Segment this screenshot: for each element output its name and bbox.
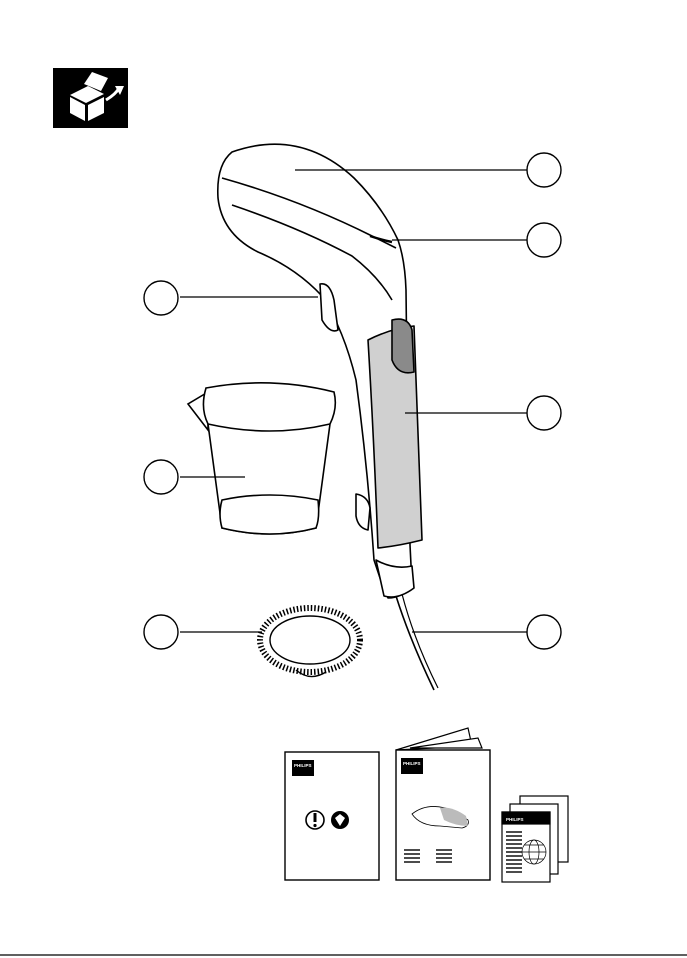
callout-circle-power-cord	[527, 615, 561, 649]
warranty-leaflet-brand: PHILIPS	[506, 817, 524, 822]
warning-icon	[306, 811, 324, 829]
callout-circle-brush-attachment	[144, 615, 178, 649]
callout-circle-steam-head	[527, 153, 561, 187]
callout-circle-grip-panel	[527, 396, 561, 430]
brush-attachment	[260, 608, 360, 677]
safety-leaflet: PHILIPS	[285, 752, 379, 880]
power-cord-shape	[396, 596, 434, 690]
read-manual-icon	[331, 811, 349, 829]
warranty-leaflets: PHILIPS	[502, 796, 568, 882]
safety-leaflet-brand: PHILIPS	[294, 763, 312, 768]
steam-button-shape	[392, 319, 414, 373]
water-cup	[188, 383, 335, 534]
box-open-arrow-icon	[53, 68, 128, 128]
user-manual: PHILIPS	[396, 728, 490, 880]
callout-circle-trigger	[144, 281, 178, 315]
user-manual-brand: PHILIPS	[403, 761, 421, 766]
callout-circle-water-cup	[144, 460, 178, 494]
callout-circle-indicator-light	[527, 223, 561, 257]
